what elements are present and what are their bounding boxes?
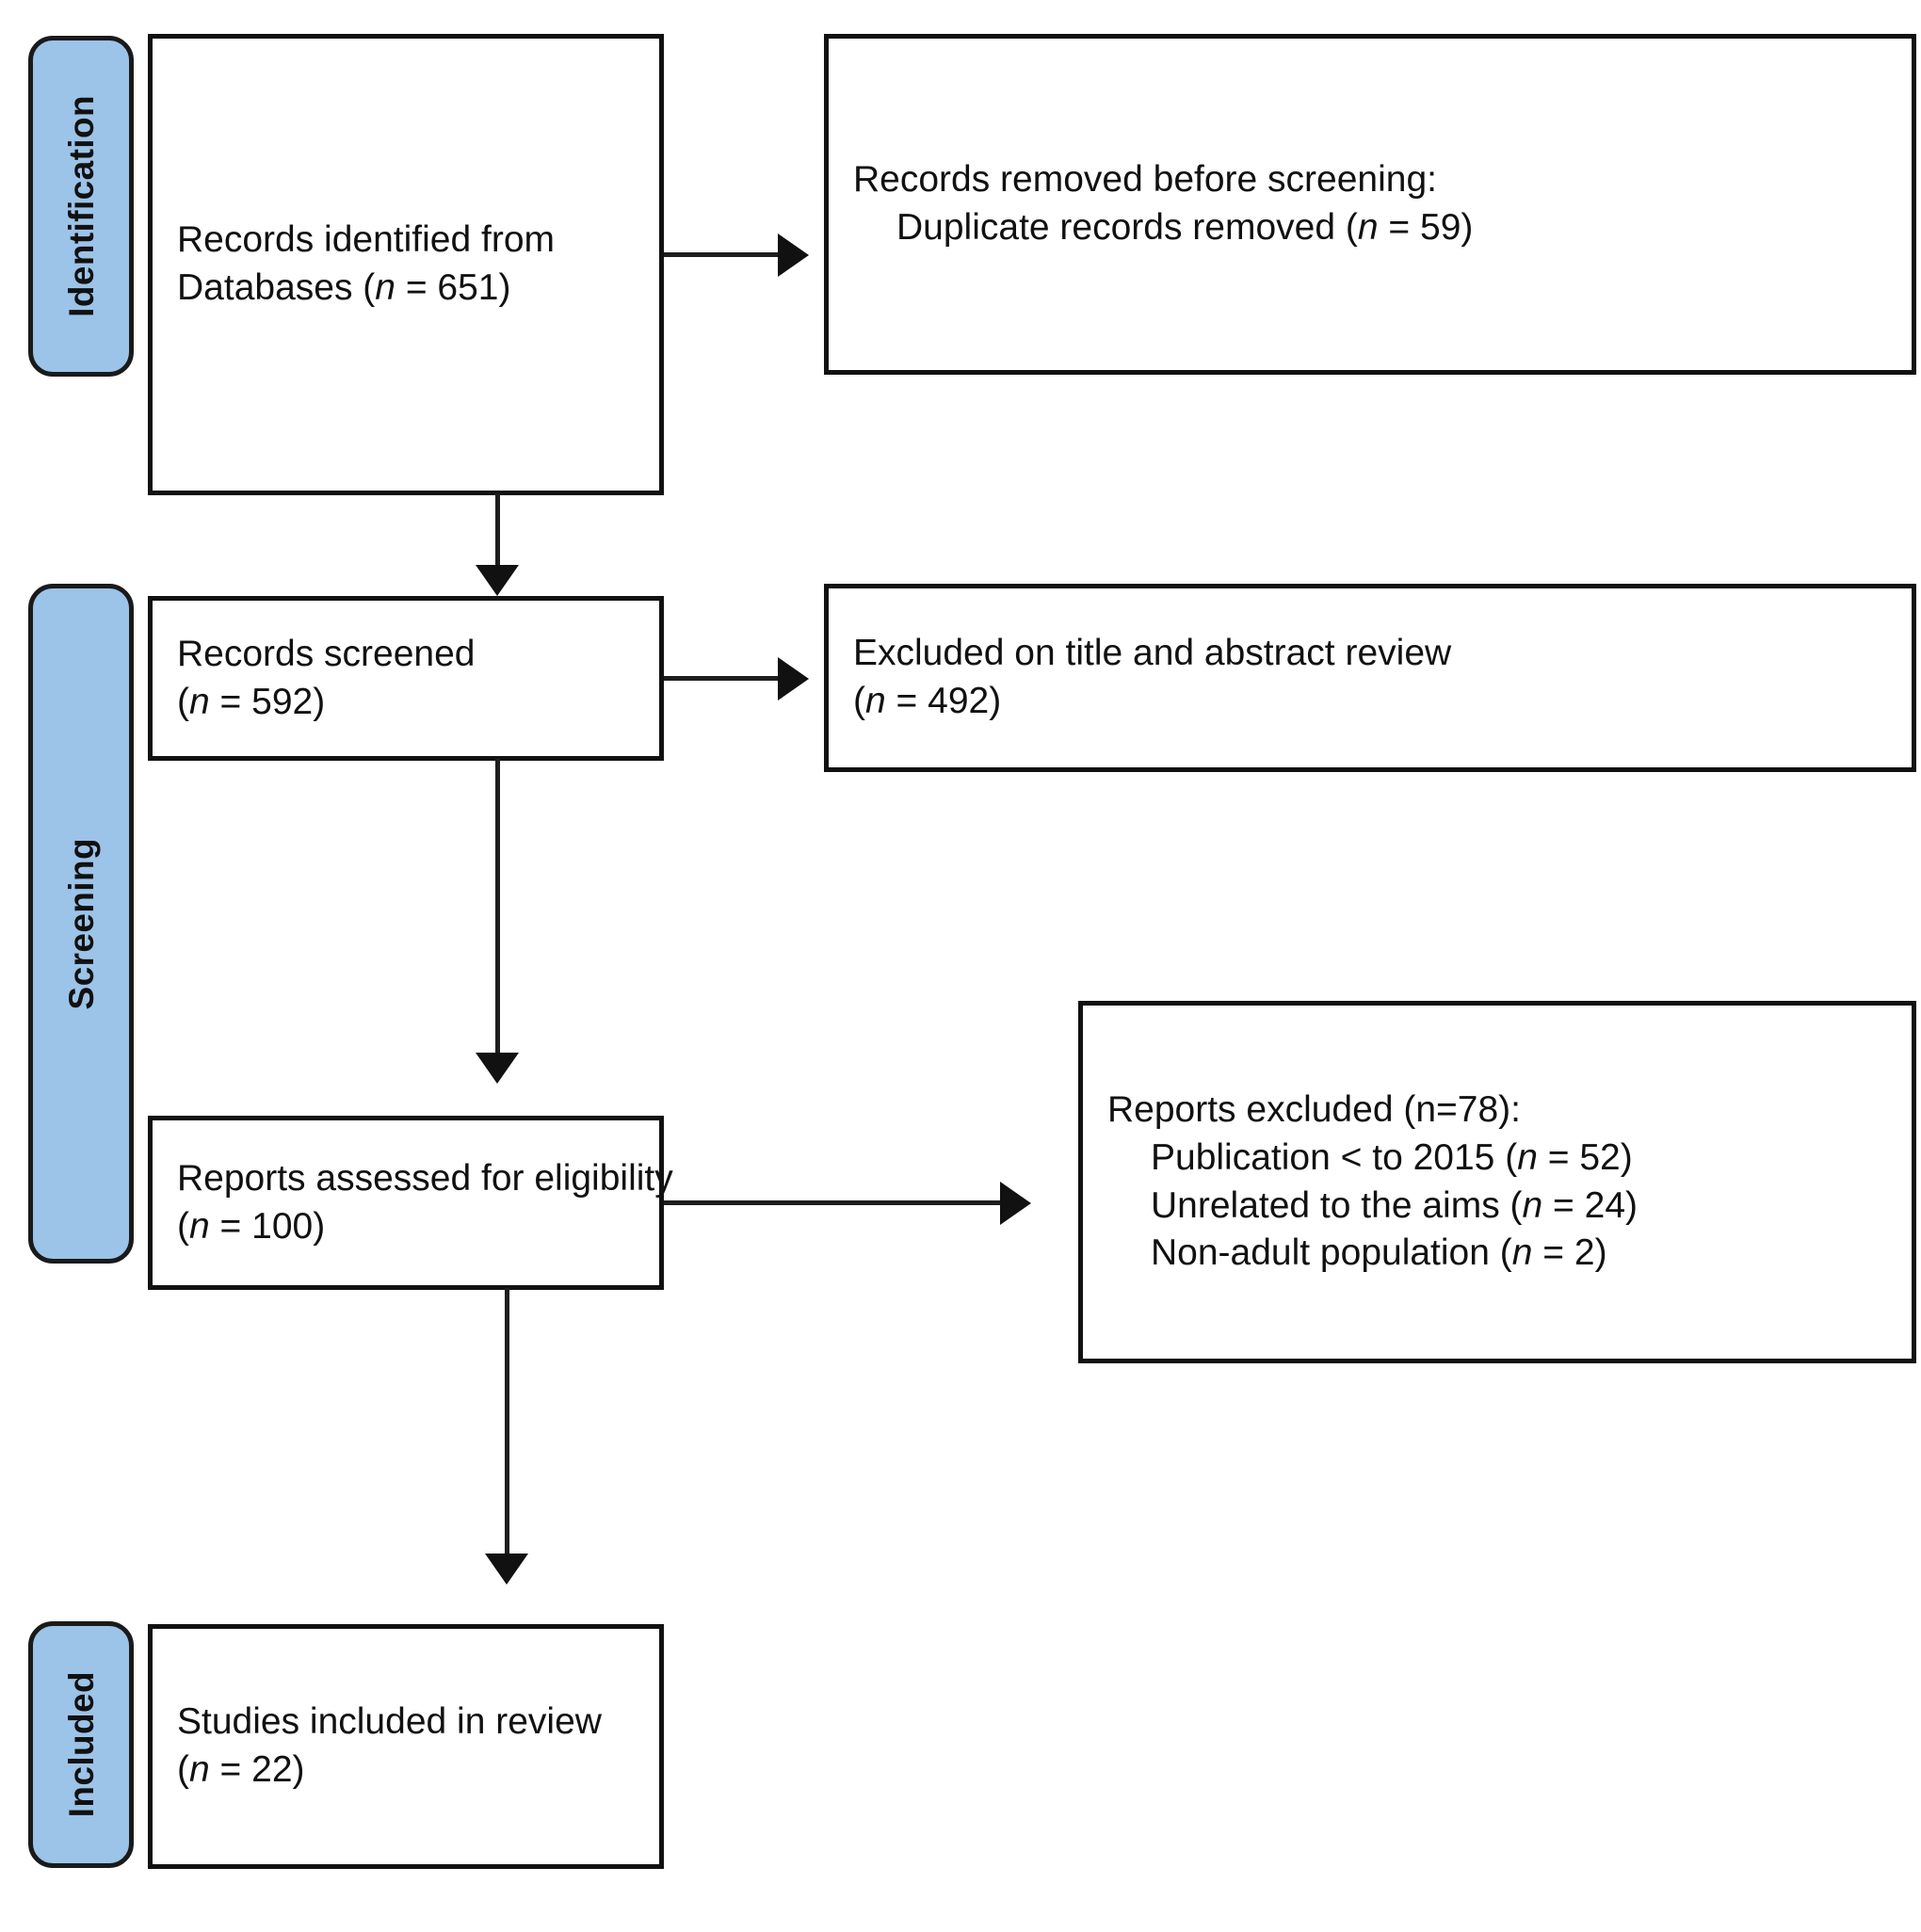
eligibility-line-1: Reports assessed for eligibility: [177, 1157, 673, 1199]
box-records-removed: Records removed before screening: Duplic…: [824, 34, 1916, 375]
connector-identified-to-screened: [495, 493, 500, 573]
eligibility-line-2: (n = 100): [177, 1205, 326, 1247]
arrow-head-eligibility-to-reports-excluded-icon: [1000, 1182, 1031, 1225]
excluded-title-abstract-line-2: (n = 492): [853, 681, 1002, 721]
excluded-title-abstract-line-1: Excluded on title and abstract review: [853, 633, 1452, 674]
phase-label-screening: Screening: [61, 837, 101, 1010]
reports-excluded-reason-3: Non-adult population (n = 2): [1151, 1232, 1607, 1274]
records-screened-line-1: Records screened: [177, 633, 476, 674]
connector-eligibility-to-included: [505, 1288, 509, 1561]
arrow-head-identified-to-screened-icon: [476, 565, 519, 596]
records-screened-line-2: (n = 592): [177, 681, 326, 722]
box-reports-excluded: Reports excluded (n=78): Publication < t…: [1078, 1001, 1916, 1363]
box-reports-assessed-eligibility: Reports assessed for eligibility (n = 10…: [148, 1116, 673, 1290]
box-records-screened: Records screened (n = 592): [148, 596, 664, 761]
phase-label-identification: Identification: [61, 95, 101, 317]
records-removed-line-2: Duplicate records removed (n = 59): [896, 207, 1474, 248]
box-records-identified: Records identified from Databases (n = 6…: [148, 34, 664, 495]
records-removed-line-1: Records removed before screening:: [853, 159, 1437, 201]
records-identified-line-2: Databases (n = 651): [177, 267, 511, 308]
reports-excluded-reason-2: Unrelated to the aims (n = 24): [1151, 1184, 1638, 1226]
box-studies-included: Studies included in review (n = 22): [148, 1624, 664, 1869]
reports-excluded-reason-1: Publication < to 2015 (n = 52): [1151, 1136, 1633, 1178]
phase-bar-identification: Identification: [28, 36, 134, 377]
connector-eligibility-to-reports-excluded: [664, 1200, 1010, 1205]
connector-screened-to-eligibility: [495, 759, 500, 1060]
arrow-head-eligibility-to-included-icon: [485, 1554, 528, 1585]
records-identified-line-1: Records identified from: [177, 219, 556, 261]
arrow-head-screened-to-excluded-icon: [778, 657, 809, 700]
connector-screened-to-excluded: [664, 676, 788, 681]
connector-identified-to-removed: [664, 252, 788, 257]
studies-included-line-1: Studies included in review: [177, 1701, 602, 1743]
studies-included-line-2: (n = 22): [177, 1749, 305, 1790]
phase-label-included: Included: [61, 1671, 101, 1818]
arrow-head-identified-to-removed-icon: [778, 233, 809, 277]
arrow-head-screened-to-eligibility-icon: [476, 1053, 519, 1084]
phase-bar-included: Included: [28, 1621, 134, 1868]
reports-excluded-heading: Reports excluded (n=78):: [1107, 1089, 1521, 1131]
box-excluded-title-abstract: Excluded on title and abstract review (n…: [824, 584, 1916, 772]
phase-bar-screening: Screening: [28, 584, 134, 1264]
